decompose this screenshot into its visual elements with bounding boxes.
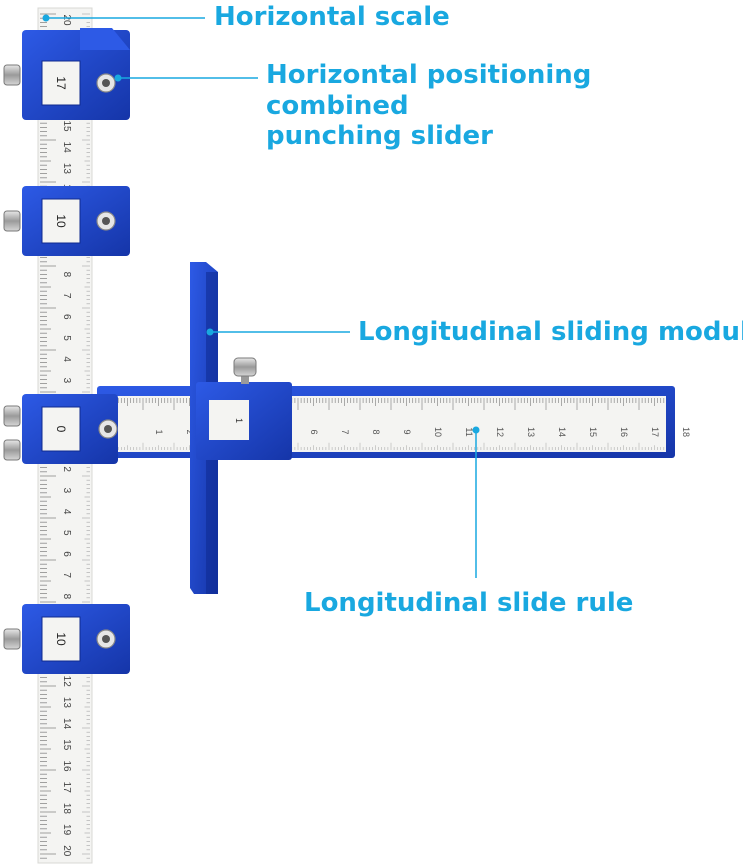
slider-window bbox=[41, 198, 81, 244]
label-longitudinal-rule: Longitudinal slide rule bbox=[304, 588, 634, 618]
slide-rule-number: 15 bbox=[588, 427, 598, 437]
label-longitudinal-module: Longitudinal sliding module bbox=[358, 317, 743, 347]
slide-rule-number: 17 bbox=[650, 427, 660, 437]
vertical-ruler-number: 15 bbox=[61, 739, 72, 751]
punch-hole-center bbox=[102, 79, 110, 87]
vertical-ruler-number: 7 bbox=[61, 572, 72, 578]
vertical-ruler-number: 14 bbox=[61, 718, 72, 730]
leader-dot-longitudinal-module bbox=[206, 328, 214, 336]
vertical-ruler-number: 15 bbox=[61, 120, 72, 132]
vertical-ruler-number: 19 bbox=[61, 824, 72, 836]
vertical-ruler-number: 6 bbox=[61, 314, 72, 320]
label-horizontal-scale: Horizontal scale bbox=[214, 2, 450, 32]
slide-rule-number: 10 bbox=[433, 427, 443, 437]
vertical-ruler-number: 8 bbox=[61, 594, 72, 600]
punching-slider: 10 bbox=[3, 604, 130, 674]
vertical-ruler-number: 3 bbox=[61, 378, 72, 384]
vertical-ruler-number: 13 bbox=[61, 697, 72, 709]
slide-rule-number: 7 bbox=[340, 429, 350, 434]
vertical-ruler-number: 13 bbox=[61, 163, 72, 175]
slider-knob-icon bbox=[3, 64, 21, 86]
leader-dots bbox=[42, 14, 480, 434]
leader-dot-horizontal-slider bbox=[114, 74, 122, 82]
slide-rule-number: 8 bbox=[371, 429, 381, 434]
punch-hole-center bbox=[102, 217, 110, 225]
slide-rule-number: 6 bbox=[309, 429, 319, 434]
vertical-ruler-number: 5 bbox=[61, 335, 72, 341]
longitudinal-slide-rule: 123456789101112131415161718 bbox=[97, 386, 691, 458]
slide-rule-number: 18 bbox=[681, 427, 691, 437]
leader-lines bbox=[46, 17, 477, 578]
slider-knob-icon bbox=[3, 439, 21, 461]
vertical-ruler-number: 12 bbox=[61, 676, 72, 688]
knob-stem bbox=[241, 372, 249, 384]
module-window bbox=[209, 400, 249, 440]
slider-window bbox=[41, 616, 81, 662]
knob-icon bbox=[233, 357, 257, 377]
vertical-ruler-number: 3 bbox=[61, 488, 72, 494]
longitudinal-sliding-module: 1 bbox=[190, 262, 292, 594]
vertical-ruler-number: 20 bbox=[61, 14, 72, 26]
label-horizontal-slider: Horizontal positioning combined punching… bbox=[266, 60, 592, 152]
punching-slider: 10 bbox=[3, 186, 130, 256]
punch-hole-center bbox=[104, 425, 112, 433]
slider-window-number: 17 bbox=[54, 76, 68, 90]
leader-dot-horizontal-scale bbox=[42, 14, 50, 22]
vertical-ruler-number: 8 bbox=[61, 272, 72, 278]
vertical-ruler-number: 16 bbox=[61, 760, 72, 772]
module-window-number: 1 bbox=[234, 418, 244, 423]
vertical-ruler-number: 6 bbox=[61, 551, 72, 557]
slide-rule-number: 14 bbox=[557, 427, 567, 437]
slider-top-tab bbox=[80, 28, 130, 50]
horizontal-positioning-sliders: 17 10 0 10 bbox=[3, 28, 130, 674]
vertical-ruler-number: 7 bbox=[61, 293, 72, 299]
slider-window bbox=[41, 406, 81, 452]
vertical-ruler-number: 18 bbox=[61, 803, 72, 815]
slider-knob-icon bbox=[3, 405, 21, 427]
slider-window-number: 0 bbox=[54, 426, 68, 433]
punching-slider: 17 bbox=[3, 28, 130, 120]
vertical-ruler-number: 4 bbox=[61, 509, 72, 515]
slide-rule-number: 11 bbox=[464, 427, 474, 436]
slide-rule-number: 16 bbox=[619, 427, 629, 437]
slider-window bbox=[41, 60, 81, 106]
vertical-ruler-number: 5 bbox=[61, 530, 72, 536]
vertical-ruler-number: 4 bbox=[61, 356, 72, 362]
slider-knob-icon bbox=[3, 628, 21, 650]
slide-rule-number: 12 bbox=[495, 427, 505, 437]
punch-hole-center bbox=[102, 635, 110, 643]
slide-rule-number: 13 bbox=[526, 427, 536, 437]
vertical-ruler-number: 17 bbox=[61, 782, 72, 794]
vertical-ruler-number: 14 bbox=[61, 142, 72, 154]
leader-dot-longitudinal-rule bbox=[472, 426, 480, 434]
slider-window-number: 10 bbox=[54, 632, 68, 646]
slide-rule-number: 1 bbox=[154, 429, 164, 434]
slider-window-number: 10 bbox=[54, 214, 68, 228]
slide-rule-number: 9 bbox=[402, 429, 412, 434]
vertical-ruler-number: 20 bbox=[61, 845, 72, 857]
slider-knob-icon bbox=[3, 210, 21, 232]
vertical-ruler-number: 2 bbox=[61, 466, 72, 472]
punching-slider: 0 bbox=[3, 394, 118, 464]
